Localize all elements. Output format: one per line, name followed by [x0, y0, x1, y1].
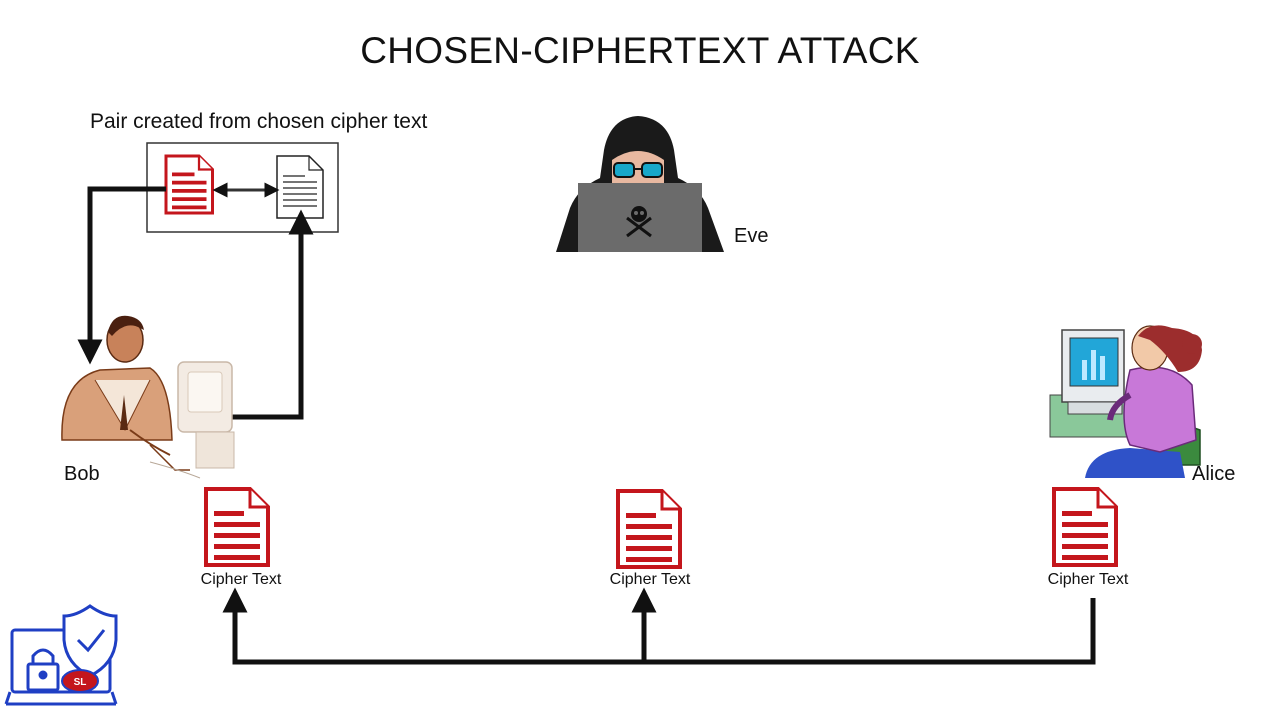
- cipher-text-label-eve: Cipher Text: [609, 571, 691, 588]
- cipher-text-label-alice: Cipher Text: [1047, 571, 1129, 588]
- red-document-icon: [164, 154, 214, 215]
- red-document-icon: [616, 489, 682, 569]
- eve-label: Eve: [734, 225, 769, 247]
- bob-figure: [61, 315, 190, 471]
- bob-computer-icon: [149, 361, 235, 479]
- alice-label: Alice: [1192, 463, 1236, 485]
- red-document-icon: [204, 487, 270, 567]
- white-document-icon: [276, 155, 324, 219]
- red-document-icon: [1052, 487, 1118, 567]
- skull-crossbones-icon: [626, 206, 652, 238]
- bob-label: Bob: [64, 463, 100, 485]
- alice-broadcast-line: [222, 587, 1096, 665]
- alice-computer-icon: [1049, 329, 1131, 438]
- cipher-text-label-bob: Cipher Text: [200, 571, 282, 588]
- alice-figure: [1085, 325, 1202, 478]
- svg-text:SL: SL: [74, 677, 87, 688]
- bob-to-pair-arrow: [232, 209, 314, 420]
- security-shield-logo-icon: SL: [4, 604, 118, 706]
- hacker-icon: [556, 116, 724, 252]
- pair-box-label: Pair created from chosen cipher text: [90, 110, 428, 133]
- page-title: CHOSEN-CIPHERTEXT ATTACK: [360, 30, 920, 71]
- pair-to-bob-arrow: [77, 186, 166, 365]
